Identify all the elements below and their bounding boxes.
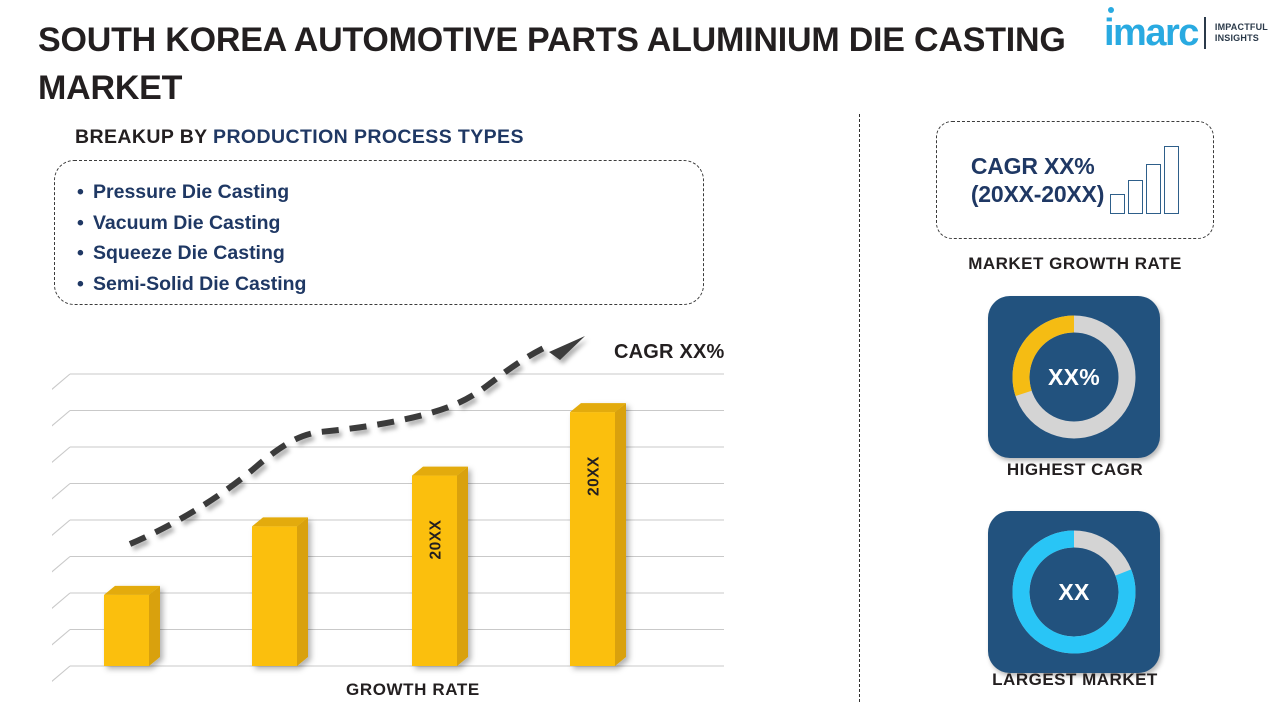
list-item-label: Vacuum Die Casting: [93, 211, 281, 234]
cagr-period: (20XX-20XX): [970, 181, 1105, 207]
imarc-wordmark-text: imarc: [1103, 12, 1199, 54]
bullet-icon: •: [77, 211, 84, 234]
breakup-heading: BREAKUP BY PRODUCTION PROCESS TYPES: [75, 126, 524, 149]
largest-market-label: LARGEST MARKET: [992, 670, 1158, 689]
imarc-logo: imarc IMPACTFUL INSIGHTS: [1103, 7, 1268, 54]
chart-trendline: [128, 341, 554, 547]
list-item: • Vacuum Die Casting: [77, 208, 703, 239]
largest-market-tile: XX: [988, 511, 1160, 673]
chart-bars: 20XX 20XX: [104, 403, 626, 666]
market-growth-card: CAGR XX% (20XX-20XX): [936, 121, 1214, 239]
list-item: • Semi-Solid Die Casting: [77, 269, 703, 300]
imarc-tagline: IMPACTFUL INSIGHTS: [1215, 22, 1268, 45]
logo-dot-icon: [1107, 7, 1114, 13]
chart-cagr-annotation: CAGR XX%: [614, 341, 725, 363]
vertical-divider: [859, 114, 860, 702]
chart-trend-arrowhead: [549, 336, 585, 360]
bullet-icon: •: [77, 242, 84, 264]
donut-arc: [1012, 315, 1075, 396]
breakup-heading-prefix: BREAKUP BY: [75, 126, 214, 148]
list-item-label: Squeeze Die Casting: [93, 242, 285, 264]
bar-chart-icon: [1110, 146, 1180, 214]
cagr-card-text: CAGR XX% (20XX-20XX): [970, 152, 1105, 208]
chart-canvas: 20XX 20XX: [52, 336, 724, 682]
bar: [252, 517, 308, 666]
bullet-icon: •: [77, 181, 84, 203]
list-item-label: Pressure Die Casting: [93, 181, 290, 203]
bar-value-label: 20XX: [586, 456, 603, 496]
market-growth-rate-label: MARKET GROWTH RATE: [968, 254, 1182, 273]
bar: [412, 466, 468, 666]
largest-market-value: XX: [1058, 578, 1090, 605]
list-item: • Squeeze Die Casting: [77, 238, 703, 269]
imarc-wordmark: imarc: [1103, 7, 1199, 54]
bullet-icon: •: [77, 272, 84, 295]
imarc-tagline-line1: IMPACTFUL: [1214, 21, 1268, 32]
growth-rate-bar-chart: 20XX 20XX: [52, 330, 812, 720]
bar: [104, 585, 160, 666]
breakup-list-box: • Pressure Die Casting • Vacuum Die Castin…: [54, 160, 704, 305]
cagr-value: CAGR XX%: [970, 152, 1095, 179]
bar-value-label: 20XX: [428, 519, 445, 559]
highest-cagr-donut: [1012, 315, 1136, 439]
page-title: SOUTH KOREA AUTOMOTIVE PARTS ALUMINIUM D…: [38, 21, 1066, 108]
breakup-list: • Pressure Die Casting • Vacuum Die Castin…: [77, 177, 703, 299]
logo-divider: [1203, 17, 1206, 49]
donut-arc: [1012, 530, 1136, 654]
largest-market-donut: [1012, 530, 1136, 654]
highest-cagr-value: XX%: [1047, 363, 1101, 390]
bar: [570, 403, 626, 666]
chart-x-axis-label: GROWTH RATE: [346, 680, 480, 699]
breakup-heading-highlight: PRODUCTION PROCESS TYPES: [213, 126, 524, 148]
highest-cagr-tile: XX%: [988, 296, 1160, 458]
list-item-label: Semi-Solid Die Casting: [93, 272, 307, 295]
highest-cagr-label: HIGHEST CAGR: [1006, 460, 1144, 479]
list-item: • Pressure Die Casting: [77, 177, 703, 208]
imarc-tagline-line2: INSIGHTS: [1214, 33, 1259, 43]
